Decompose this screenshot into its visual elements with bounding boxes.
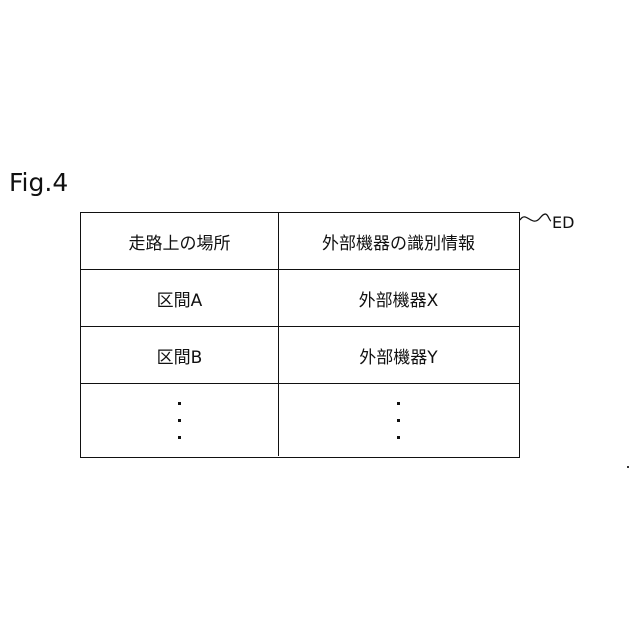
vertical-ellipsis-icon	[397, 384, 400, 456]
stray-mark	[627, 466, 629, 468]
figure-label: Fig.4	[9, 168, 68, 198]
reference-label-ed: ED	[552, 213, 574, 233]
header-cell-device-id: 外部機器の識別情報	[279, 213, 518, 269]
vertical-ellipsis-icon	[178, 384, 181, 456]
table-row: 区間A 外部機器X	[81, 270, 519, 327]
dot	[397, 419, 400, 422]
dot	[178, 419, 181, 422]
ellipsis-cell	[279, 384, 518, 456]
table-ellipsis-row	[81, 384, 519, 456]
table-cell: 外部機器Y	[279, 327, 518, 383]
table-cell: 区間B	[81, 327, 279, 383]
data-table: 走路上の場所 外部機器の識別情報 区間A 外部機器X 区間B 外部機器Y	[80, 212, 520, 458]
ellipsis-cell	[81, 384, 279, 456]
table-cell: 外部機器X	[279, 270, 518, 326]
table-header-row: 走路上の場所 外部機器の識別情報	[81, 213, 519, 270]
dot	[178, 436, 181, 439]
dot	[178, 402, 181, 405]
reference-leader-line	[518, 212, 554, 232]
header-cell-location: 走路上の場所	[81, 213, 279, 269]
table-row: 区間B 外部機器Y	[81, 327, 519, 384]
dot	[397, 402, 400, 405]
table-cell: 区間A	[81, 270, 279, 326]
dot	[397, 436, 400, 439]
